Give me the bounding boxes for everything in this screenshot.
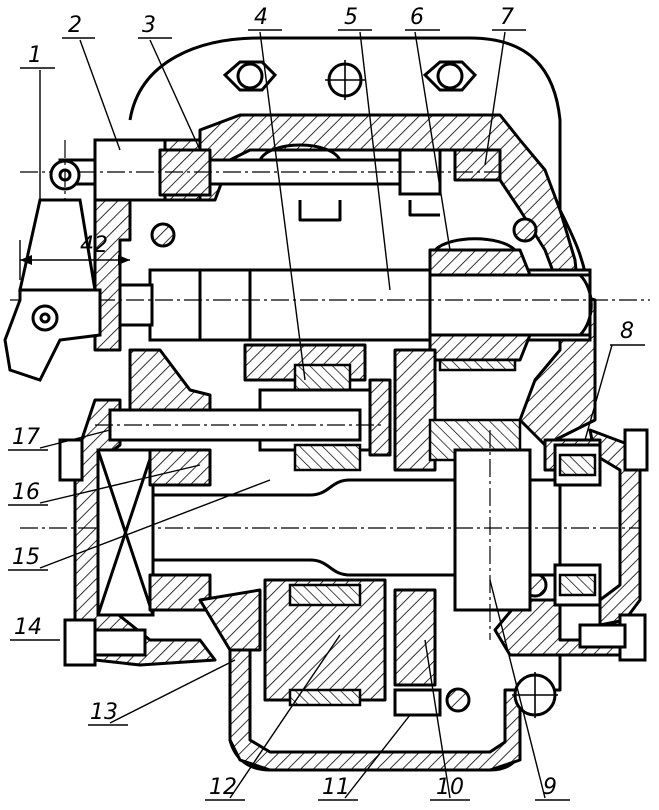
callout-17: 17 xyxy=(12,425,40,450)
callout-12: 12 xyxy=(209,775,237,800)
callout-7: 7 xyxy=(500,5,514,30)
output-shaft xyxy=(20,430,640,640)
callout-1: 1 xyxy=(28,43,42,68)
side-bolts xyxy=(58,428,649,718)
right-bearing xyxy=(553,443,602,607)
callouts: 1 2 3 4 5 6 7 8 9 10 xyxy=(8,5,645,801)
callout-8: 8 xyxy=(620,319,634,344)
selector-rod xyxy=(20,138,502,222)
top-bolts xyxy=(222,60,478,100)
callout-13: 13 xyxy=(90,700,118,725)
dimension-label: 42 xyxy=(80,233,108,258)
callout-6: 6 xyxy=(410,5,424,30)
callout-9: 9 xyxy=(543,775,557,800)
callout-2: 2 xyxy=(68,13,82,38)
upper-shaft xyxy=(10,268,650,342)
callout-4: 4 xyxy=(254,5,268,30)
upper-gear xyxy=(428,237,532,372)
callout-3: 3 xyxy=(142,13,156,38)
shift-lever xyxy=(3,140,102,382)
left-bearing xyxy=(96,448,212,617)
callout-15: 15 xyxy=(12,545,40,570)
callout-16: 16 xyxy=(12,480,40,505)
callout-5: 5 xyxy=(344,5,358,30)
lower-gears xyxy=(198,578,442,717)
callout-11: 11 xyxy=(322,775,350,800)
callout-10: 10 xyxy=(436,775,464,800)
callout-14: 14 xyxy=(14,615,42,640)
dimension-42: 42 xyxy=(19,233,130,280)
